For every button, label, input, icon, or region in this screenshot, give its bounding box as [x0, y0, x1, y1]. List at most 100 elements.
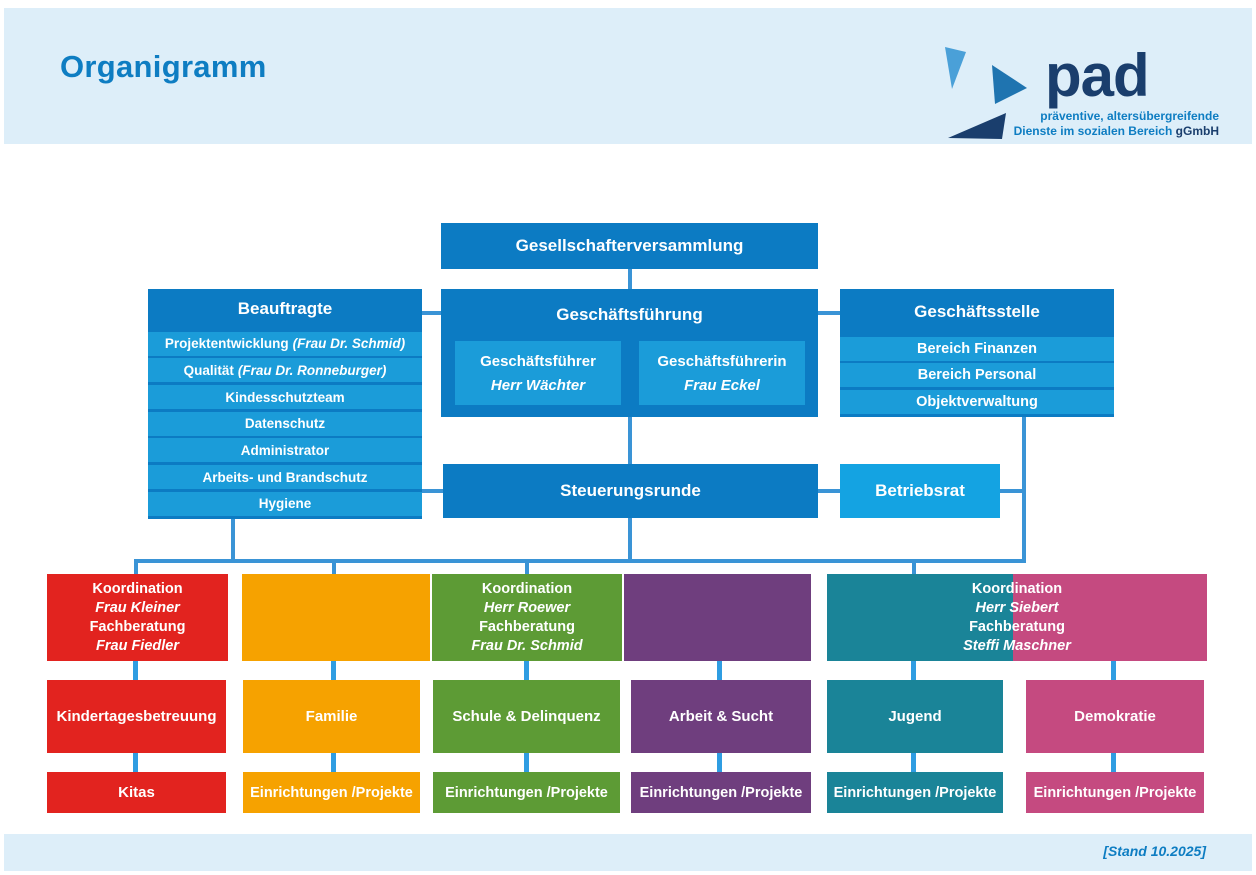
pad-logo: pad präventive, altersübergreifende Dien…: [939, 36, 1221, 142]
node-gesellschafterversammlung: Gesellschafterversammlung: [441, 223, 818, 269]
koordination-box-kindertagesbetreuung: Koordination Frau Kleiner Fachberatung F…: [47, 574, 228, 661]
koordination-role: Koordination: [481, 580, 573, 597]
tagline-text: Dienste im sozialen Bereich: [1013, 124, 1173, 138]
node-steuerungsrunde: Steuerungsrunde: [443, 464, 818, 518]
koordination-box-jugend-demokratie: Koordination Herr Siebert Fachberatung S…: [827, 574, 1207, 661]
unterebene-box-demokratie: Einrichtungen /Projekte: [1026, 772, 1204, 813]
connector-beauftragte-down: [231, 519, 235, 563]
beauftragte-row-administrator: Administrator: [148, 438, 422, 463]
stub-col1-b: [133, 753, 138, 772]
stub-col4-b: [717, 753, 722, 772]
geschaeftsstelle-title: Geschäftsstelle: [914, 301, 1040, 321]
beauftragte-row-kindesschutzteam: Kindesschutzteam: [148, 385, 422, 410]
beauftragte-row-hygiene: Hygiene: [148, 491, 422, 516]
koordination-role: Koordination: [92, 580, 183, 597]
koordination-name: Frau Kleiner: [95, 599, 180, 616]
koordination-box-familie-empty: [242, 574, 430, 661]
bereich-box-kindertagesbetreuung: Kindertagesbetreuung: [47, 680, 226, 753]
connector-geschaeftsstelle-down: [1022, 417, 1026, 563]
member-role: Geschäftsführerin: [657, 352, 787, 370]
koordination-box-arbeit-empty: [624, 574, 811, 661]
row-label: Projektentwicklung: [164, 336, 289, 352]
node-geschaeftsstelle: Geschäftsstelle Bereich Finanzen Bereich…: [840, 289, 1114, 417]
node-geschaeftsfuehrung: Geschäftsführung Geschäftsführer Herr Wä…: [441, 289, 818, 417]
unterebene-box-schule: Einrichtungen /Projekte: [433, 772, 620, 813]
koordination-name: Herr Siebert: [975, 599, 1059, 616]
geschaeftsstelle-row-objektverwaltung: Objektverwaltung: [840, 390, 1114, 415]
beauftragte-row-arbeits-brandschutz: Arbeits- und Brandschutz: [148, 465, 422, 490]
koordination-role: Koordination: [971, 580, 1063, 597]
stub-col2-b: [331, 753, 336, 772]
geschaeftsstelle-row-personal: Bereich Personal: [840, 363, 1114, 388]
pad-logo-tagline-line2: Dienste im sozialen Bereich gGmbH: [1014, 124, 1219, 138]
node-beauftragte: Beauftragte Projektentwicklung(Frau Dr. …: [148, 289, 422, 519]
row-label: Hygiene: [258, 496, 312, 512]
connector-drop-jugend: [912, 563, 916, 575]
row-label: Qualität: [183, 362, 234, 378]
header-band: Organigramm pad präventive, altersübergr…: [4, 8, 1252, 144]
beauftragte-row-projektentwicklung: Projektentwicklung(Frau Dr. Schmid): [148, 331, 422, 356]
geschaeftsfuehrerin-box: Geschäftsführerin Frau Eckel: [639, 341, 805, 405]
beauftragte-row-datenschutz: Datenschutz: [148, 411, 422, 436]
bereich-box-demokratie: Demokratie: [1026, 680, 1204, 753]
connector-beauftragte-steuerungsrunde: [422, 489, 443, 493]
stub-col3-b: [524, 753, 529, 772]
stub-col5-b: [911, 753, 916, 772]
connector-steuerungsrunde-betriebsrat: [818, 489, 840, 493]
member-name: Herr Wächter: [490, 376, 586, 394]
page-title: Organigramm: [60, 49, 267, 84]
row-person: (Frau Dr. Ronneburger): [237, 362, 387, 378]
fachberatung-name: Steffi Maschner: [963, 637, 1071, 654]
footer-band: [Stand 10.2025]: [4, 834, 1252, 871]
unterebene-box-arbeit: Einrichtungen /Projekte: [631, 772, 811, 813]
member-name: Frau Eckel: [684, 376, 760, 394]
fachberatung-role: Fachberatung: [969, 618, 1065, 635]
stub-col1-a: [133, 661, 138, 680]
fachberatung-name: Frau Dr. Schmid: [471, 637, 583, 654]
unterebene-box-familie: Einrichtungen /Projekte: [243, 772, 420, 813]
row-label: Datenschutz: [244, 416, 326, 432]
stub-col6-a: [1111, 661, 1116, 680]
row-person: (Frau Dr. Schmid): [292, 336, 406, 352]
stub-col6-b: [1111, 753, 1116, 772]
connector-steuerungsrunde-down: [628, 518, 632, 563]
row-label: Administrator: [240, 442, 330, 458]
beauftragte-row-qualitaet: Qualität(Frau Dr. Ronneburger): [148, 358, 422, 383]
fachberatung-role: Fachberatung: [89, 618, 186, 635]
connector-top-to-gf: [628, 269, 632, 289]
fachberatung-role: Fachberatung: [479, 618, 575, 635]
geschaeftsstelle-row-finanzen: Bereich Finanzen: [840, 336, 1114, 361]
pad-logo-wordmark: pad: [1045, 42, 1150, 109]
pad-logo-tagline-line1: präventive, altersübergreifende: [1040, 109, 1219, 123]
tagline-suffix: gGmbH: [1175, 124, 1219, 138]
stub-col4-a: [717, 661, 722, 680]
row-label: Arbeits- und Brandschutz: [202, 469, 368, 485]
node-betriebsrat: Betriebsrat: [840, 464, 1000, 518]
stub-col3-a: [524, 661, 529, 680]
stub-col2-a: [331, 661, 336, 680]
bereich-box-familie: Familie: [243, 680, 420, 753]
geschaeftsfuehrung-title: Geschäftsführung: [556, 305, 703, 324]
koordination-name: Herr Roewer: [483, 599, 571, 616]
koordination-box-schule: Koordination Herr Roewer Fachberatung Fr…: [432, 574, 622, 661]
member-role: Geschäftsführer: [480, 352, 596, 370]
connector-beauftragte-gf: [422, 311, 441, 315]
stand-label: [Stand 10.2025]: [1103, 843, 1206, 859]
unterebene-box-jugend: Einrichtungen /Projekte: [827, 772, 1003, 813]
fachberatung-name: Frau Fiedler: [96, 637, 179, 654]
connector-drop-kita: [134, 563, 138, 575]
connector-gf-steuerungsrunde: [628, 417, 632, 464]
connector-distributor: [134, 559, 1026, 563]
unterebene-box-kitas: Kitas: [47, 772, 226, 813]
beauftragte-title: Beauftragte: [237, 299, 333, 318]
bereich-box-arbeit-sucht: Arbeit & Sucht: [631, 680, 811, 753]
pad-logo-mark-icon: [945, 47, 1027, 139]
bereich-box-schule-delinquenz: Schule & Delinquenz: [433, 680, 620, 753]
geschaeftsfuehrer-box: Geschäftsführer Herr Wächter: [455, 341, 621, 405]
row-label: Kindesschutzteam: [225, 389, 345, 405]
bereich-box-jugend: Jugend: [827, 680, 1003, 753]
stub-col5-a: [911, 661, 916, 680]
connector-gf-geschaeftsstelle: [818, 311, 840, 315]
connector-drop-familie: [332, 563, 336, 575]
